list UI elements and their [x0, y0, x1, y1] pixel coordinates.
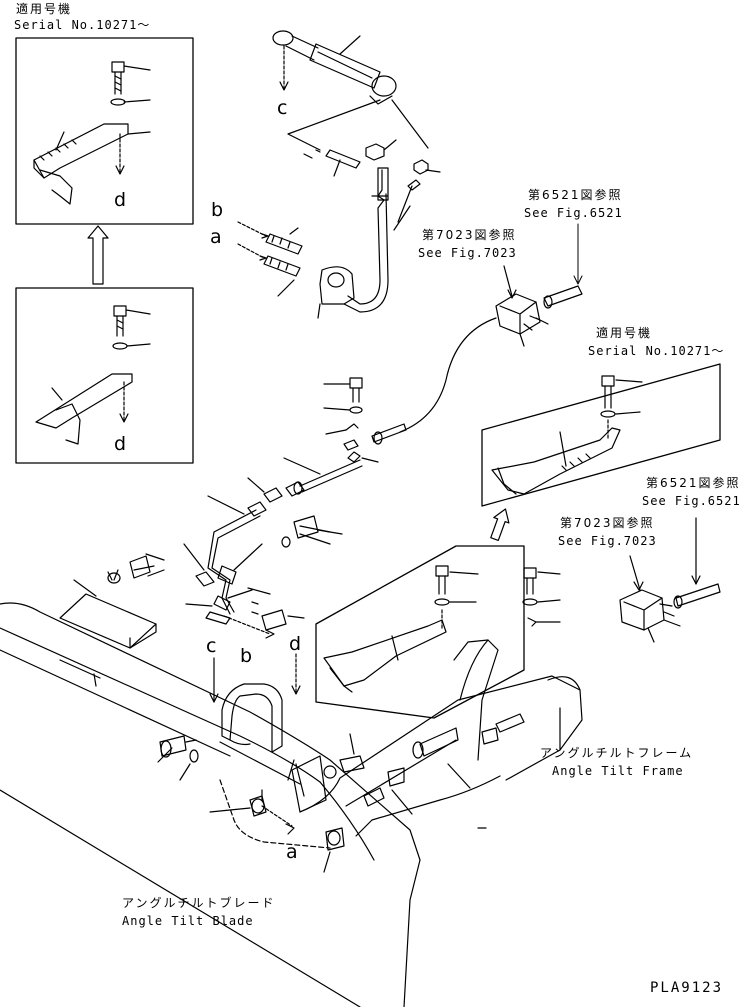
inset-bracket-new	[15, 37, 194, 225]
blade-label-en: Angle Tilt Blade	[122, 914, 254, 928]
valve-block-lower	[619, 517, 721, 643]
mid-piping	[183, 377, 407, 639]
callout-d-top-inset: d	[114, 189, 127, 211]
callout-b-upper: b	[211, 199, 224, 221]
callout-a-upper: a	[210, 226, 222, 248]
fig-ref-6521-lower-jp: 第6521図参照	[646, 476, 741, 490]
serial-number-top: Serial No.10271～	[14, 18, 151, 32]
blade-label-jp: アングルチルトブレード	[122, 896, 276, 910]
frame-label-en: Angle Tilt Frame	[552, 764, 684, 778]
fig-ref-7023-upper-jp: 第7023図参照	[422, 228, 517, 242]
inset-right-bracket	[481, 363, 721, 507]
angle-tilt-blade	[0, 602, 421, 1007]
inset-center-bracket	[315, 545, 525, 719]
tilt-cylinder	[272, 30, 429, 151]
callout-d-lower: d	[289, 633, 302, 655]
cylinder-fittings	[303, 139, 441, 313]
inset-bracket-old	[15, 287, 194, 464]
cover-plate	[59, 553, 165, 649]
frame-label-jp: アングルチルトフレーム	[540, 746, 694, 760]
valve-block-upper	[495, 265, 583, 347]
angle-tilt-frame	[299, 639, 583, 837]
callout-c-top: c	[277, 97, 288, 119]
callout-b-lower: b	[240, 645, 253, 667]
callout-a-lower: a	[286, 841, 298, 863]
fig-ref-6521-lower-en: See Fig.6521	[642, 494, 741, 508]
fig-ref-6521-upper-jp: 第6521図参照	[528, 188, 623, 202]
small-up-arrow	[490, 508, 510, 542]
applicability-title-right: 適用号機	[596, 326, 653, 340]
fig-ref-7023-upper-en: See Fig.7023	[418, 246, 517, 260]
right-bolt	[522, 567, 561, 627]
hose-to-valve	[399, 317, 497, 433]
fig-ref-7023-lower-en: See Fig.7023	[558, 534, 657, 548]
callout-c-lower: c	[206, 635, 217, 657]
fig-ref-6521-upper-en: See Fig.6521	[524, 206, 623, 220]
serial-number-right: Serial No.10271～	[588, 344, 725, 358]
applicability-title-top: 適用号機	[16, 2, 73, 16]
fig-ref-7023-lower-jp: 第7023図参照	[560, 516, 655, 530]
callout-d-lower-inset: d	[114, 433, 127, 455]
drawing-number: PLA9123	[650, 980, 724, 996]
clamp-bolts	[237, 221, 355, 319]
up-arrow	[87, 225, 109, 285]
